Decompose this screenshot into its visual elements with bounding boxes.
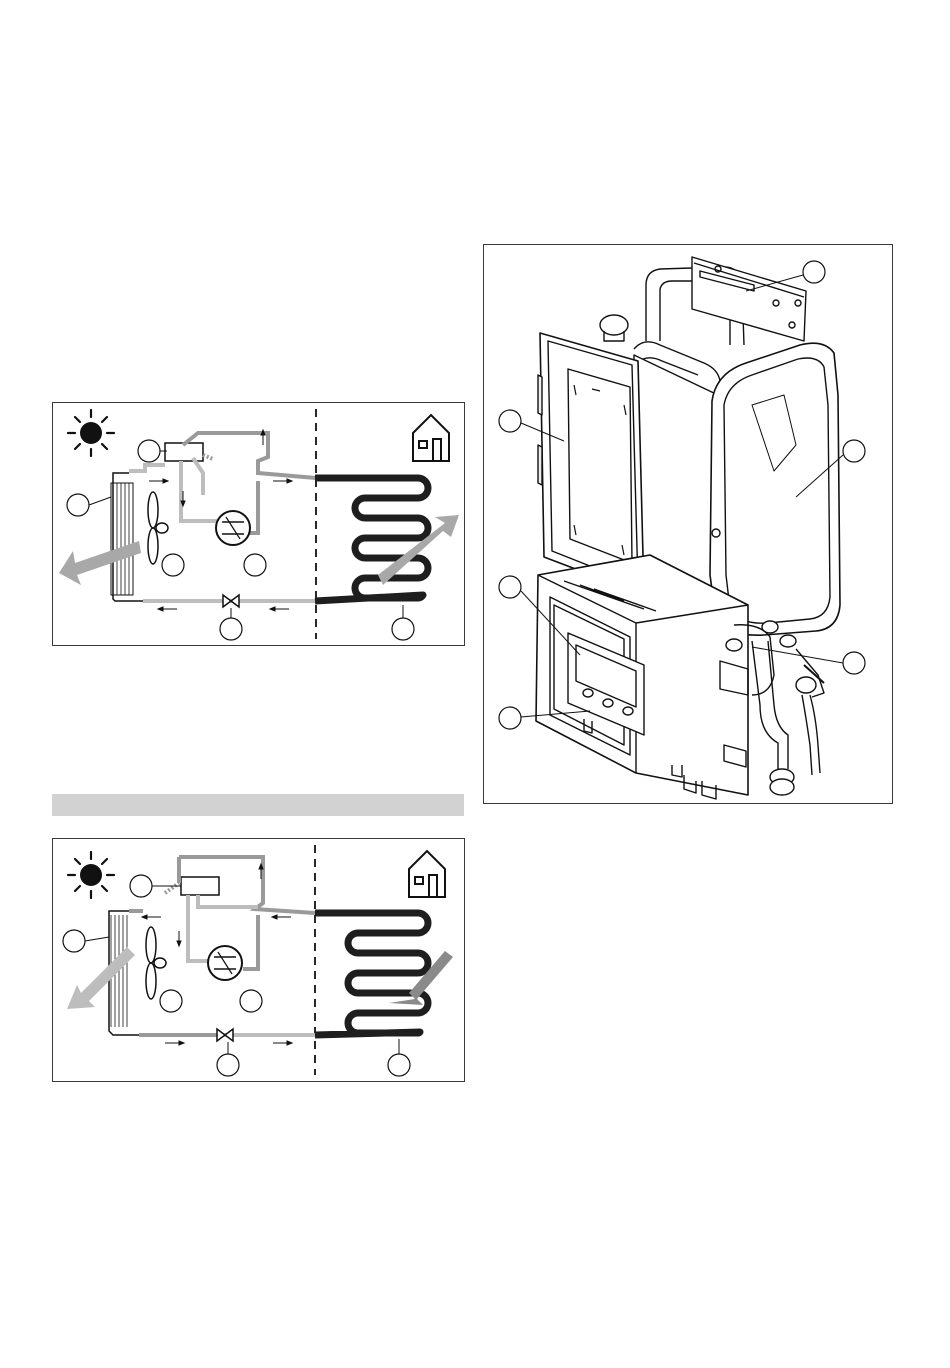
compressor-icon (208, 946, 242, 980)
callout-6 (392, 618, 414, 640)
callout-2 (67, 494, 89, 516)
fan-icon (148, 492, 168, 564)
indoor-heat-coil (315, 478, 428, 601)
callout-6 (499, 707, 521, 729)
sun-icon (68, 410, 114, 456)
callout-5 (220, 618, 242, 640)
callout-3 (160, 990, 182, 1012)
callout-4 (240, 990, 262, 1012)
callout-4 (244, 554, 266, 576)
evaporator-coil (111, 473, 143, 601)
callout-6 (388, 1054, 410, 1076)
unit-overview-svg (484, 245, 892, 803)
heating-mode-svg (53, 403, 464, 645)
outdoor-air-arrow (67, 947, 135, 1009)
cooling-mode-svg (53, 839, 464, 1081)
house-icon (413, 415, 449, 461)
callout-5 (217, 1054, 239, 1076)
heating-mode-diagram (52, 402, 465, 646)
sun-icon (68, 852, 114, 898)
section-heading-bar (52, 794, 464, 816)
callout-5 (843, 652, 865, 674)
cooling-mode-diagram (52, 838, 465, 1082)
compressor-icon (216, 511, 250, 545)
callout-4 (499, 576, 521, 598)
four-way-valve-icon (181, 877, 219, 895)
expansion-valve-icon (217, 1029, 233, 1041)
callout-3 (843, 440, 865, 462)
callout-1 (138, 440, 160, 462)
expansion-vessel (710, 343, 840, 635)
access-plate (568, 369, 632, 563)
expansion-valve-icon (223, 595, 239, 607)
callout-3 (162, 554, 184, 576)
fan-icon (146, 927, 166, 999)
mounting-bracket (692, 257, 806, 341)
callout-1 (130, 875, 152, 897)
callout-2 (63, 930, 85, 952)
indoor-cool-coil (315, 913, 428, 1035)
house-icon (409, 851, 445, 897)
callout-2 (499, 410, 521, 432)
callout-1 (803, 261, 825, 283)
unit-overview-figure (483, 244, 893, 804)
